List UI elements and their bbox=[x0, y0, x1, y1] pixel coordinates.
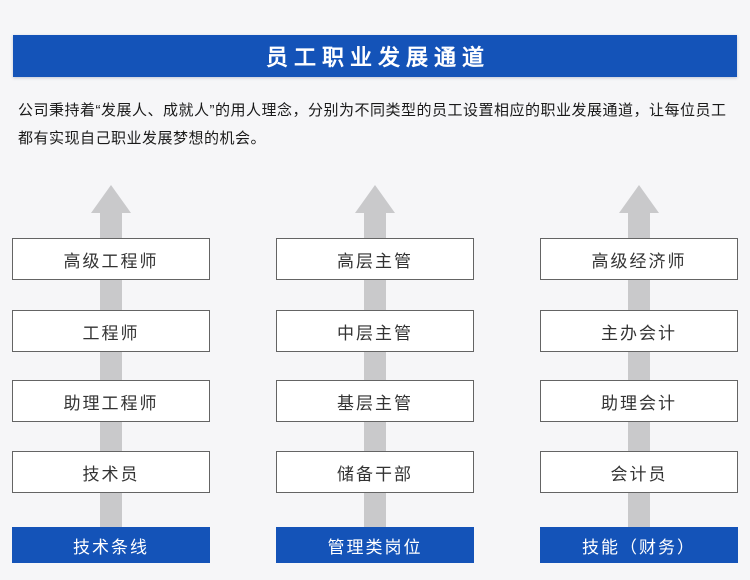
level-box: 技术员 bbox=[12, 451, 210, 493]
page-title: 员工职业发展通道 bbox=[265, 45, 490, 70]
title-banner: 员工职业发展通道 bbox=[13, 35, 737, 77]
track-label-technical: 技术条线 bbox=[12, 527, 210, 563]
level-box: 助理工程师 bbox=[12, 380, 210, 422]
level-box: 高级经济师 bbox=[540, 238, 738, 280]
career-column-technical: 高级工程师 工程师 助理工程师 技术员 技术条线 bbox=[12, 185, 210, 563]
level-box: 基层主管 bbox=[276, 380, 474, 422]
level-box: 中层主管 bbox=[276, 310, 474, 352]
up-arrow-shaft bbox=[100, 207, 122, 529]
up-arrow-shaft bbox=[628, 207, 650, 529]
intro-paragraph: 公司秉持着“发展人、成就人”的用人理念，分别为不同类型的员工设置相应的职业发展通… bbox=[18, 102, 727, 147]
level-box: 主办会计 bbox=[540, 310, 738, 352]
career-column-finance-skill: 高级经济师 主办会计 助理会计 会计员 技能（财务） bbox=[540, 185, 738, 563]
track-label-management: 管理类岗位 bbox=[276, 527, 474, 563]
career-ladder-diagram: 高级工程师 工程师 助理工程师 技术员 技术条线 高层主管 中层主管 基层主管 … bbox=[0, 185, 750, 563]
level-box: 工程师 bbox=[12, 310, 210, 352]
level-box: 储备干部 bbox=[276, 451, 474, 493]
track-label-finance-skill: 技能（财务） bbox=[540, 527, 738, 563]
level-box: 会计员 bbox=[540, 451, 738, 493]
level-box: 高层主管 bbox=[276, 238, 474, 280]
level-box: 助理会计 bbox=[540, 380, 738, 422]
up-arrow-shaft bbox=[364, 207, 386, 529]
level-box: 高级工程师 bbox=[12, 238, 210, 280]
career-column-management: 高层主管 中层主管 基层主管 储备干部 管理类岗位 bbox=[276, 185, 474, 563]
